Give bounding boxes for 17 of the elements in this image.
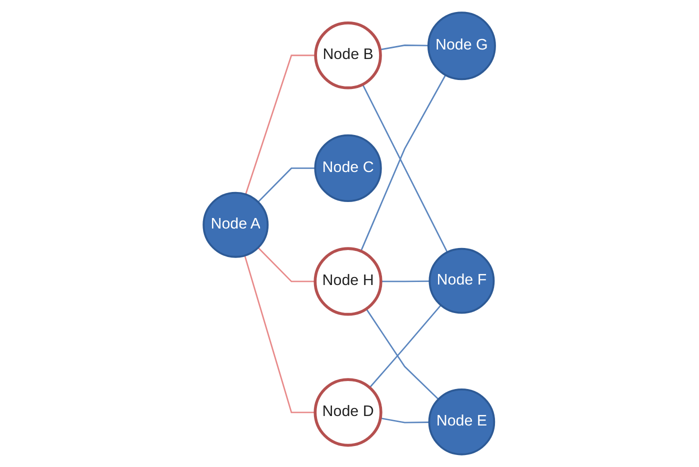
node-circle: Node G: [428, 12, 496, 80]
node-circle: Node D: [314, 378, 383, 447]
connector: [366, 308, 440, 400]
node-circle: Node F: [428, 248, 495, 314]
connector: [381, 280, 430, 282]
connector: [244, 255, 316, 414]
connector: [380, 44, 429, 50]
node-circle: Node H: [314, 247, 383, 316]
node-circle: Node B: [314, 22, 382, 90]
node-circle: Node C: [314, 134, 382, 202]
connector: [245, 54, 316, 195]
connector: [258, 247, 316, 282]
connector: [369, 304, 442, 388]
connector: [380, 418, 430, 424]
node-circle: Node A: [202, 192, 269, 258]
node-circle: Node E: [428, 388, 496, 456]
connector: [258, 168, 316, 203]
